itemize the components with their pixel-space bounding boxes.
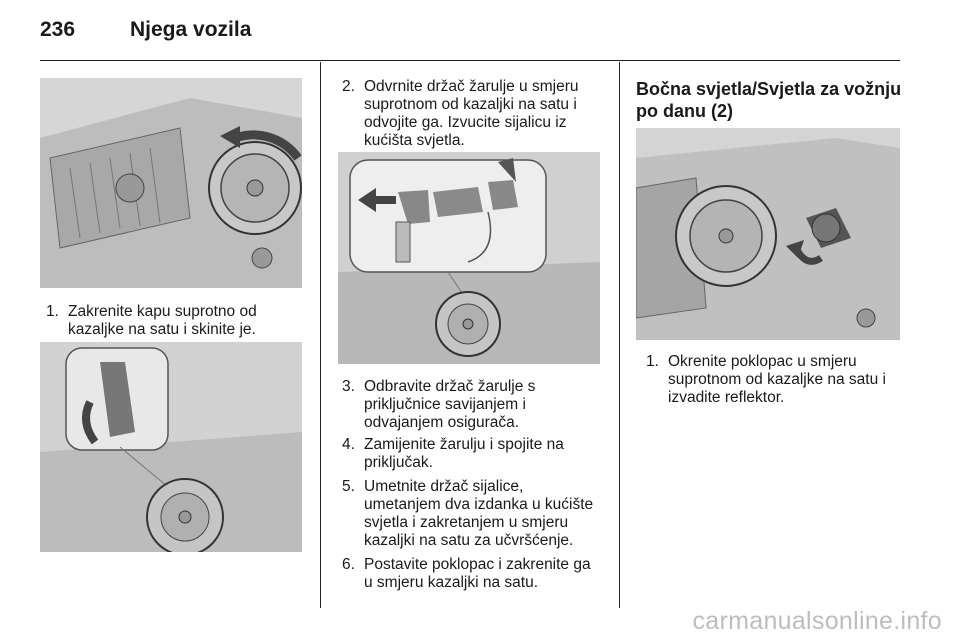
step-text-line: izvadite reflektor. bbox=[668, 389, 785, 406]
step-text-line: priključak. bbox=[364, 454, 433, 471]
cap-removal-illustration bbox=[40, 342, 302, 552]
headlamp-cap-illustration bbox=[40, 78, 302, 288]
page-header: 236 Njega vozila bbox=[40, 18, 251, 48]
step-text-line: odvojite ga. Izvucite sijalicu iz bbox=[364, 114, 567, 131]
watermark: carmanualsonline.info bbox=[692, 607, 942, 635]
bulb-holder-illustration bbox=[338, 152, 600, 364]
step-number: 5. bbox=[342, 478, 355, 495]
header-rule bbox=[40, 60, 900, 61]
section-title: Bočna svjetla/Svjetla za vožnju po danu … bbox=[636, 78, 916, 122]
step-number: 4. bbox=[342, 436, 355, 453]
step-text-line: Zakrenite kapu suprotno od bbox=[68, 303, 257, 320]
page-title: Njega vozila bbox=[130, 18, 252, 41]
step-text-line: suprotnom od kazaljke na satu i bbox=[668, 371, 886, 388]
column-divider-left bbox=[320, 62, 321, 608]
page-number: 236 bbox=[40, 18, 76, 41]
step-text-line: Postavite poklopac i zakrenite ga bbox=[364, 556, 591, 573]
step-text-line: kućišta svjetla. bbox=[364, 132, 465, 149]
step-number: 1. bbox=[646, 353, 659, 370]
step-text-line: Zamijenite žarulju i spojite na bbox=[364, 436, 564, 453]
step-text-line: umetanjem dva izdanka u kućište bbox=[364, 496, 594, 513]
side-light-illustration bbox=[636, 128, 900, 340]
step-number: 2. bbox=[342, 78, 355, 95]
section-title-line: po danu (2) bbox=[636, 101, 733, 121]
column-divider-right bbox=[619, 62, 620, 608]
step-text-line: Odvrnite držač žarulje u smjeru bbox=[364, 78, 579, 95]
step-text-line: suprotnom od kazaljki na satu i bbox=[364, 96, 577, 113]
step-text-line: svjetla i zakretanjem u smjeru bbox=[364, 514, 569, 531]
step-number: 3. bbox=[342, 378, 355, 395]
step-text-line: Umetnite držač sijalice, bbox=[364, 478, 524, 495]
section-title-line: Bočna svjetla/Svjetla za vožnju bbox=[636, 79, 902, 99]
step-number: 6. bbox=[342, 556, 355, 573]
step-text-line: priključnice savijanjem i bbox=[364, 396, 526, 413]
step-text-line: Odbravite držač žarulje s bbox=[364, 378, 536, 395]
step-text-line: kazaljke na satu i skinite je. bbox=[68, 321, 256, 338]
step-text-line: kazaljki na satu za učvršćenje. bbox=[364, 532, 574, 549]
step-text-line: odvajanjem osigurača. bbox=[364, 414, 520, 431]
step-text-line: Okrenite poklopac u smjeru bbox=[668, 353, 857, 370]
step-number: 1. bbox=[46, 303, 59, 320]
step-text-line: u smjeru kazaljki na satu. bbox=[364, 574, 539, 591]
